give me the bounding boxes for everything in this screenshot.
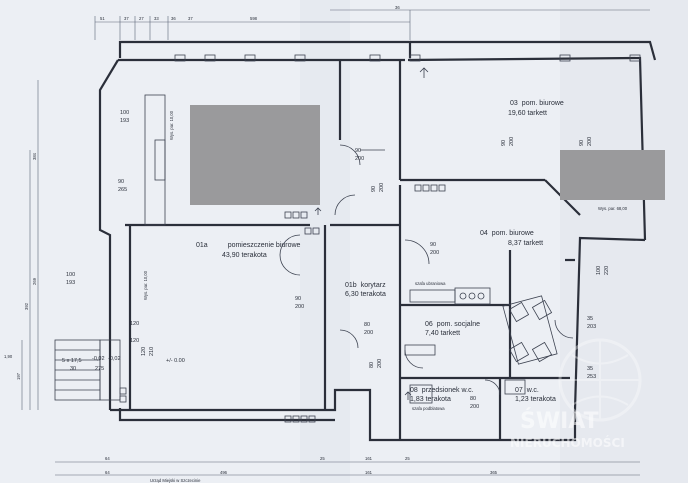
door-height: 193 (66, 280, 75, 286)
door-height: 203 (587, 324, 596, 330)
bottom-dim: 64 (105, 456, 110, 461)
door-height: 265 (118, 187, 127, 193)
door-width: 80 (470, 396, 476, 402)
door-height: 200 (470, 404, 479, 410)
door-width: 90 (430, 242, 436, 248)
left-dim: 269 (32, 277, 37, 285)
redaction-block-2 (560, 150, 665, 200)
door-width: 80 (369, 362, 375, 368)
door-width: 120 (141, 347, 147, 356)
door-height: 253 (587, 374, 596, 380)
door-labels: 100 193 90 265 100 193 90 200 90 200 90 … (66, 110, 610, 410)
door-height: 200 (295, 304, 304, 310)
door-width: 100 (120, 110, 129, 116)
door-width: 90 (579, 140, 585, 146)
watermark-line-2: NIERUCHOMOŚCI (510, 435, 625, 450)
top-dim: 598 (250, 16, 258, 21)
door-width: 90 (295, 296, 301, 302)
wardrobe-label: szafa ubraniowa (415, 281, 446, 286)
room-area: 8,37 tarkett (508, 240, 543, 247)
top-dim: 37 (188, 16, 193, 21)
room-area: 19,60 tarkett (508, 110, 547, 117)
left-dim: 1,90 (4, 354, 13, 359)
level-marker: +/- 0.00 (166, 358, 185, 364)
top-dim: 51 (100, 16, 105, 21)
left-dim: 197 (16, 372, 21, 380)
left-dim: 392 (24, 302, 29, 310)
door-height: 200 (377, 359, 383, 368)
left-dim: 384 (32, 152, 37, 160)
door-width: 90 (355, 148, 361, 154)
stair-door: 120 (130, 338, 139, 344)
door-height: 210 (149, 347, 155, 356)
stairs-sub: 30 (70, 366, 76, 372)
door-width: 90 (118, 179, 124, 185)
cabinet-label: szafa podblatowa (412, 406, 445, 411)
bottom-dim: 25 (320, 456, 325, 461)
stair-width: 275 (95, 366, 104, 372)
door-width: 100 (66, 272, 75, 278)
door-height: 200 (364, 330, 373, 336)
level-left-2: -0,02 (108, 356, 121, 362)
door-width: 80 (364, 322, 370, 328)
top-dim: 36 (395, 5, 400, 10)
room-area: 6,30 terakota (345, 291, 386, 298)
top-dim: 37 (124, 16, 129, 21)
door-height: 220 (604, 266, 610, 275)
door-height: 200 (379, 183, 385, 192)
door-height: 193 (120, 118, 129, 124)
window-note: Wys. par. 68,00 (598, 206, 628, 211)
stairs-label: 5 x 17,5 (62, 358, 82, 364)
bottom-city: Urząd Miejski w Szczecinie (150, 478, 201, 483)
vertical-note: Wys. par. 10,00 (143, 270, 148, 300)
door-width: 35 (587, 316, 593, 322)
redaction-block-1 (190, 105, 320, 205)
door-width: 100 (596, 266, 602, 275)
door-width: 90 (371, 186, 377, 192)
bottom-dim: 496 (220, 470, 228, 475)
top-dim: 27 (139, 16, 144, 21)
room-area: 43,90 terakota (222, 252, 267, 259)
door-height: 200 (430, 250, 439, 256)
watermark-line-1: ŚWIAT (520, 408, 599, 434)
bottom-dim: 161 (365, 470, 373, 475)
vertical-note: Wys. par. 10,00 (169, 110, 174, 140)
bottom-dim: 365 (490, 470, 498, 475)
stair-door: 120 (130, 321, 139, 327)
door-width: 90 (501, 140, 507, 146)
bottom-dim: 25 (405, 456, 410, 461)
room-area: 7,40 tarkett (425, 330, 460, 337)
bottom-dim: 64 (105, 470, 110, 475)
door-height: 200 (509, 137, 515, 146)
top-dim: 36 (171, 16, 176, 21)
door-height: 200 (587, 137, 593, 146)
door-height: 200 (355, 156, 364, 162)
room-area: 1,23 terakota (515, 396, 556, 403)
bottom-dim: 161 (365, 456, 373, 461)
level-left: -0,02 (92, 356, 105, 362)
door-width: 35 (587, 366, 593, 372)
room-area: 1,83 terakota (410, 396, 451, 403)
top-dim: 33 (154, 16, 159, 21)
